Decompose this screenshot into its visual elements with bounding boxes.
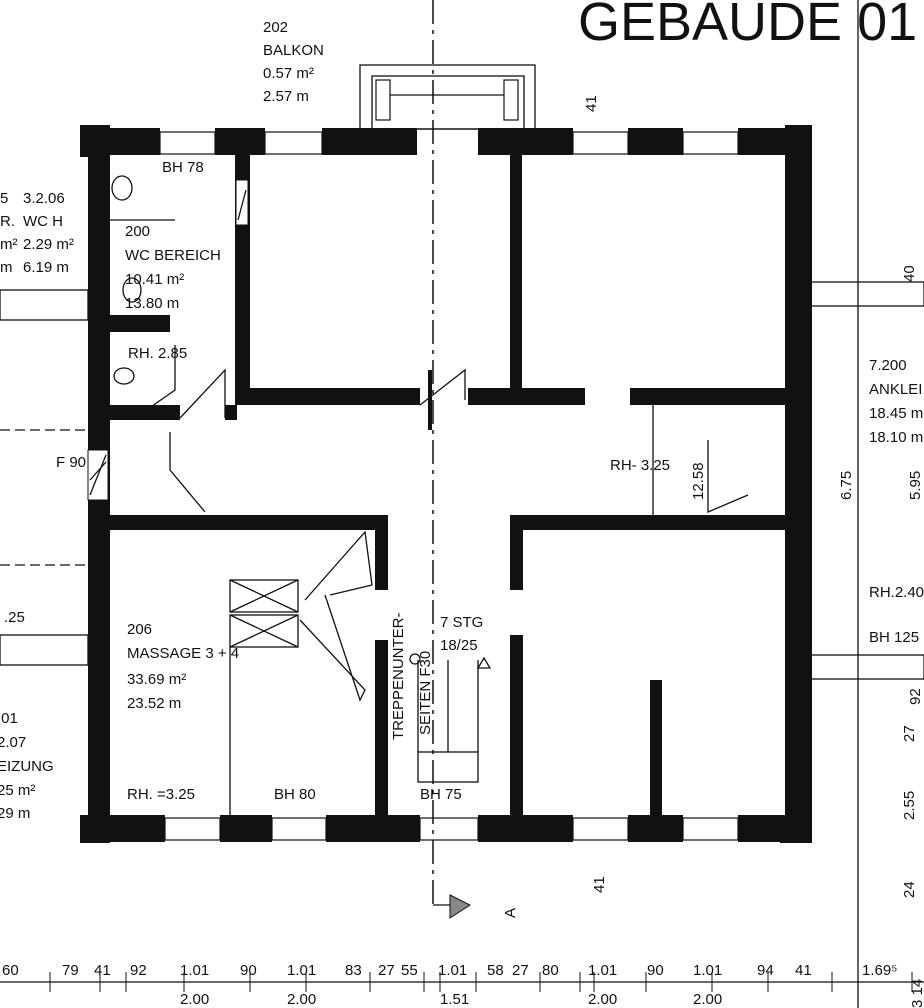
- dimension-top: 41: [795, 962, 812, 979]
- svg-text:27: 27: [901, 725, 918, 742]
- building-title: GEBAUDE 01: [578, 0, 917, 52]
- svg-text:BH 75: BH 75: [420, 786, 462, 803]
- dimension-top: 41: [94, 962, 111, 979]
- svg-text:29 m: 29 m: [0, 805, 30, 822]
- svg-text:7 STG: 7 STG: [440, 614, 483, 631]
- svg-text:202: 202: [263, 19, 288, 36]
- svg-text:2.55: 2.55: [901, 791, 918, 820]
- svg-text:RH. 2.85: RH. 2.85: [128, 345, 187, 362]
- dimension-bottom: 1.51: [440, 991, 469, 1008]
- svg-text:7.200: 7.200: [869, 357, 907, 374]
- dimension-top: 60: [2, 962, 19, 979]
- svg-text:EIZUNG: EIZUNG: [0, 758, 54, 775]
- dimension-top: 83: [345, 962, 362, 979]
- interior-walls: [87, 155, 785, 815]
- svg-text:10.41 m²: 10.41 m²: [125, 271, 184, 288]
- svg-text:R.: R.: [0, 213, 15, 230]
- svg-text:92: 92: [907, 688, 924, 705]
- svg-text:MASSAGE 3 + 4: MASSAGE 3 + 4: [127, 645, 239, 662]
- balcony: [359, 64, 536, 130]
- svg-text:24: 24: [901, 881, 918, 898]
- dimension-top: 94: [757, 962, 774, 979]
- svg-text:18/25: 18/25: [440, 637, 478, 654]
- dimension-bottom: 2.00: [180, 991, 209, 1008]
- dimension-top: 1.01: [180, 962, 209, 979]
- dimension-top: 1.01: [588, 962, 617, 979]
- svg-text:5: 5: [0, 190, 8, 207]
- svg-text:.25: .25: [4, 609, 25, 626]
- room-massage-label: 206 MASSAGE 3 + 4 33.69 m² 23.52 m RH. =…: [127, 621, 239, 803]
- svg-text:3.2.06: 3.2.06: [23, 190, 65, 207]
- dimension-bottom: 2.00: [588, 991, 617, 1008]
- svg-text:m: m: [0, 259, 13, 276]
- svg-text:5.95: 5.95: [907, 471, 924, 500]
- dimension-top: 1.01: [693, 962, 722, 979]
- doors: [0, 0, 749, 905]
- dimension-top: 90: [240, 962, 257, 979]
- svg-text:12.58: 12.58: [690, 462, 707, 500]
- svg-text:18.45 m: 18.45 m: [869, 405, 923, 422]
- svg-text:18.10 m: 18.10 m: [869, 429, 923, 446]
- room-wc-h-label: 5 R. m² m 3.2.06 WC H 2.29 m² 6.19 m: [0, 190, 74, 276]
- svg-text:F 90: F 90: [56, 454, 86, 471]
- dimension-top: 1.01: [438, 962, 467, 979]
- svg-text:.01: .01: [0, 710, 18, 727]
- svg-text:0.57 m²: 0.57 m²: [263, 65, 314, 82]
- svg-text:23.52 m: 23.52 m: [127, 695, 181, 712]
- dimension-top: 55: [401, 962, 418, 979]
- dimension-top: 1.01: [287, 962, 316, 979]
- svg-text:206: 206: [127, 621, 152, 638]
- svg-text:41: 41: [583, 95, 600, 112]
- room-heizung-label: .01 2.07 EIZUNG 25 m² 29 m: [0, 710, 54, 822]
- svg-text:RH. =3.25: RH. =3.25: [127, 786, 195, 803]
- svg-text:WC H: WC H: [23, 213, 63, 230]
- room-ankleide-label: 7.200 ANKLEI 18.45 m 18.10 m RH.2.40: [869, 357, 924, 601]
- railings: [0, 281, 924, 680]
- balcony-label: 202 BALKON 0.57 m² 2.57 m: [263, 19, 324, 105]
- dimension-top: 58: [487, 962, 504, 979]
- svg-text:6.75: 6.75: [838, 471, 855, 500]
- svg-text:TREPPENUNTER-: TREPPENUNTER-: [390, 612, 407, 740]
- svg-text:13.80 m: 13.80 m: [125, 295, 179, 312]
- dimension-top: 79: [62, 962, 79, 979]
- room-wc-bereich-label: 200 WC BEREICH 10.41 m² 13.80 m RH. 2.85: [125, 223, 221, 362]
- dimension-top: 90: [647, 962, 664, 979]
- svg-text:25 m²: 25 m²: [0, 782, 35, 799]
- svg-text:BH 80: BH 80: [274, 786, 316, 803]
- svg-text:3 14: 3 14: [909, 979, 924, 1008]
- svg-text:200: 200: [125, 223, 150, 240]
- staircase[interactable]: [409, 653, 492, 783]
- svg-text:41: 41: [591, 876, 608, 893]
- dimension-top: 92: [130, 962, 147, 979]
- svg-text:2.07: 2.07: [0, 734, 26, 751]
- svg-text:BH 78: BH 78: [162, 159, 204, 176]
- svg-text:RH- 3.25: RH- 3.25: [610, 457, 670, 474]
- dimension-top: 27: [512, 962, 529, 979]
- svg-text:ANKLEI: ANKLEI: [869, 381, 922, 398]
- svg-text:SEITEN F30: SEITEN F30: [417, 651, 434, 735]
- svg-text:2.57 m: 2.57 m: [263, 88, 309, 105]
- svg-text:6.19 m: 6.19 m: [23, 259, 69, 276]
- dimension-bottom: 2.00: [287, 991, 316, 1008]
- dimension-top: 80: [542, 962, 559, 979]
- svg-text:BALKON: BALKON: [263, 42, 324, 59]
- annotations: BH 78 BH 80 BH 75 BH 125 F 90 .25 7 STG …: [4, 159, 919, 803]
- svg-text:2.29 m²: 2.29 m²: [23, 236, 74, 253]
- dimension-bottom: 2.00: [693, 991, 722, 1008]
- dimension-top: 1.69⁵: [862, 962, 897, 979]
- svg-text:A: A: [502, 908, 519, 918]
- svg-text:40: 40: [901, 265, 918, 282]
- svg-text:m²: m²: [0, 236, 18, 253]
- dimension-top: 27: [378, 962, 395, 979]
- section-marker-a: A: [433, 894, 519, 919]
- svg-text:BH 125: BH 125: [869, 629, 919, 646]
- svg-text:33.69 m²: 33.69 m²: [127, 671, 186, 688]
- svg-text:RH.2.40: RH.2.40: [869, 584, 924, 601]
- bottom-dimension-row: 60 79 41 92 1.01 90 1.01 83 27 55 1.01 58 27 80 1.01 90…: [2, 962, 913, 1008]
- svg-text:WC BEREICH: WC BEREICH: [125, 247, 221, 264]
